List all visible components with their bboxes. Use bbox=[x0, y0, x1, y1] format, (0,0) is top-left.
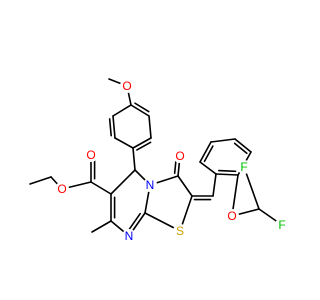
atom-label-o: O bbox=[86, 148, 95, 162]
single-bond-line bbox=[243, 166, 260, 210]
atom-label-n: N bbox=[146, 178, 155, 192]
double-bond-line bbox=[112, 115, 116, 139]
atom-label-s: S bbox=[176, 224, 184, 238]
double-bond-line bbox=[136, 141, 152, 151]
atom-n-bridge: N bbox=[143, 178, 157, 192]
double-bond-line bbox=[234, 138, 252, 153]
single-bond-line bbox=[177, 175, 193, 197]
single-bond-line bbox=[199, 161, 217, 175]
atom-label-o: O bbox=[57, 182, 66, 196]
bond-layer bbox=[29, 78, 283, 237]
single-bond-line bbox=[91, 220, 112, 233]
single-bond-line bbox=[148, 115, 152, 139]
atom-label-f: F bbox=[240, 160, 247, 174]
single-bond-line bbox=[114, 137, 134, 149]
double-bond-line bbox=[218, 169, 237, 173]
molecule-structure-diagram: O O O O N N S O bbox=[29, 78, 289, 243]
double-bond-line bbox=[127, 212, 141, 232]
atom-o-ring-ketone: O bbox=[173, 149, 187, 163]
atom-f-upper: F bbox=[237, 160, 251, 174]
single-bond-line bbox=[90, 181, 112, 195]
atom-mask bbox=[275, 218, 289, 232]
single-bond-line bbox=[212, 173, 217, 197]
atom-o-ester-ether: O bbox=[55, 182, 69, 196]
single-bond-line bbox=[29, 176, 52, 185]
double-bond-line bbox=[108, 118, 112, 137]
atom-n-ring: N bbox=[122, 229, 136, 243]
atom-mask bbox=[55, 182, 69, 196]
atom-mask bbox=[120, 79, 134, 93]
atom-mask bbox=[84, 148, 98, 162]
atom-mask bbox=[237, 160, 251, 174]
atom-o-ester-carbonyl: O bbox=[84, 148, 98, 162]
atom-mask bbox=[225, 209, 239, 223]
atom-label-layer: O O O O N N S O bbox=[55, 79, 289, 243]
atom-mask bbox=[122, 229, 136, 243]
atom-label-n: N bbox=[125, 229, 134, 243]
double-bond-line bbox=[233, 142, 248, 155]
double-bond-line bbox=[203, 145, 214, 163]
atom-o-aryl-ether: O bbox=[225, 209, 239, 223]
double-bond-line bbox=[132, 137, 152, 149]
atom-label-o: O bbox=[227, 209, 236, 223]
single-bond-line bbox=[132, 147, 136, 171]
atom-label-f: F bbox=[278, 218, 285, 232]
double-bond-line bbox=[130, 104, 150, 117]
double-bond-line bbox=[134, 102, 150, 113]
double-bond-line bbox=[215, 173, 239, 176]
atom-o-methoxy: O bbox=[120, 79, 134, 93]
atom-label-o: O bbox=[122, 79, 131, 93]
atom-mask bbox=[143, 178, 157, 192]
atom-f-lower: F bbox=[275, 218, 289, 232]
atom-label-o: O bbox=[175, 149, 184, 163]
single-bond-line bbox=[110, 169, 136, 195]
atom-mask bbox=[173, 224, 187, 238]
single-bond-line bbox=[112, 104, 132, 117]
atom-mask bbox=[173, 149, 187, 163]
double-bond-line bbox=[199, 141, 212, 163]
atom-s-ring: S bbox=[173, 224, 187, 238]
single-bond-line bbox=[210, 138, 236, 143]
